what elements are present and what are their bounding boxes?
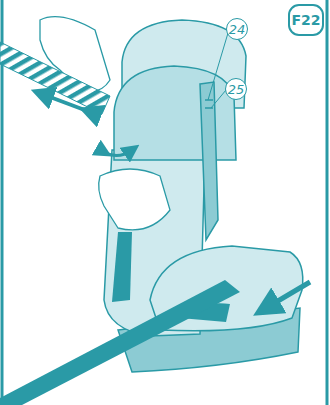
figure-tag: F22	[288, 4, 324, 36]
node-text: 25	[228, 82, 245, 97]
callout-number: 24	[226, 18, 248, 40]
callout-number: 25	[225, 78, 247, 100]
node-text: 24	[229, 22, 246, 37]
node-text: F22	[291, 12, 320, 28]
